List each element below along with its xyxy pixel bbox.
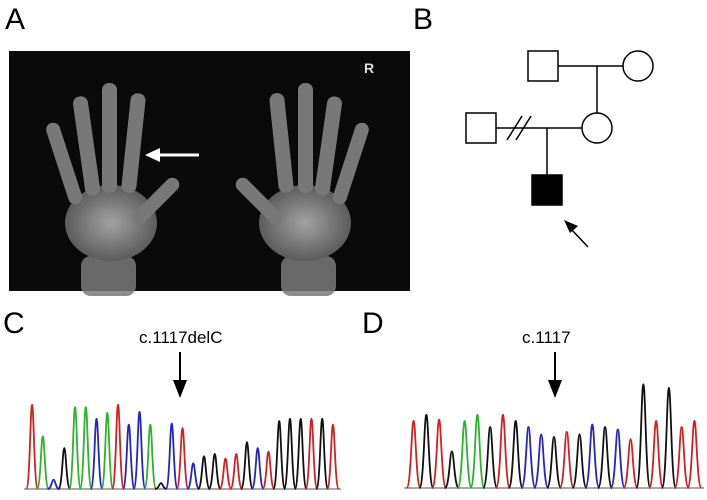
chromatogram-d-peak — [520, 426, 537, 489]
panel-d-letter: D — [362, 307, 384, 340]
chromatogram-d-peak — [405, 419, 422, 489]
chromatogram-c-peak — [315, 417, 329, 490]
chromatogram-c-peak — [164, 422, 179, 490]
chromatogram-d-peak — [673, 426, 690, 489]
mother-circle — [581, 112, 613, 144]
chromatogram-c-peak — [25, 403, 39, 490]
chromatogram-c-peak — [89, 417, 104, 490]
proband-square — [531, 174, 563, 206]
xray-arrow — [145, 148, 199, 162]
proband-arrow-head — [564, 220, 578, 233]
chromatogram-c-peak — [143, 423, 158, 490]
panel-d-mutation-label: c.1117 — [522, 328, 571, 347]
chromatogram-d-peak — [648, 419, 665, 489]
chromatogram-c-peak — [36, 435, 50, 490]
chromatogram-c-peak — [47, 478, 60, 490]
panel-c-mutation-label: c.1117delC — [139, 328, 223, 347]
chromatogram-c-peak — [293, 417, 308, 490]
chromatogram-c-peak — [186, 462, 201, 490]
chromatogram-c-peak — [132, 410, 147, 490]
chromatogram-d-peak — [558, 430, 575, 489]
chromatogram-d-peak — [609, 428, 626, 489]
chromatogram-c-peak — [121, 423, 136, 490]
panel-c-arrow — [173, 352, 187, 398]
chromatogram-d-peak — [495, 413, 511, 489]
chromatogram-c-peak — [283, 417, 297, 490]
separation-slash-2 — [515, 115, 532, 141]
chromatogram-d-peak — [660, 387, 677, 489]
chromatogram-d-peak — [482, 426, 499, 489]
chromatogram-d-peak — [456, 419, 473, 489]
chromatogram-c-peak — [218, 457, 233, 490]
chromatogram-d-peak — [507, 419, 524, 489]
chromatogram-d-peak — [686, 419, 703, 489]
chromatogram-d-peak — [622, 438, 639, 489]
chromatogram-c-peak — [111, 403, 125, 490]
chromatogram-d-peak — [469, 413, 486, 489]
chromatogram-c-peak — [240, 441, 254, 490]
proband-arrow-shaft — [570, 228, 589, 248]
chromatogram-d-peak — [597, 426, 613, 489]
panel-d-arrow — [548, 352, 562, 398]
chromatogram-c-peak — [57, 447, 72, 490]
right-hand — [235, 83, 369, 296]
chromatogram-d-peak — [571, 433, 588, 489]
separation-slash-1 — [506, 115, 523, 141]
chromatogram-c-peak — [272, 420, 287, 490]
chromatogram-d-peak — [418, 413, 435, 489]
panel-a-letter: A — [5, 3, 26, 36]
chromatogram-c-peak — [326, 423, 340, 490]
chromatogram-c-peak — [304, 417, 319, 490]
xray-side-marker: R — [364, 60, 375, 76]
chromatogram-c-peak — [197, 455, 211, 490]
chromatogram-c-peak — [261, 450, 276, 490]
panel-c-letter: C — [3, 307, 25, 340]
grandfather-square — [527, 50, 559, 82]
chromatogram-c-peak — [207, 452, 222, 490]
chromatogram-d-peak — [431, 418, 448, 489]
chromatogram-d-peak — [546, 435, 562, 489]
chromatogram-c-peak — [154, 482, 168, 490]
father-square — [465, 112, 497, 144]
panel-b-letter: B — [413, 3, 434, 36]
hand-xray-illustration — [46, 83, 369, 296]
grandmother-circle — [622, 50, 654, 82]
chromatogram-c-peak — [250, 447, 265, 490]
chromatogram-c-peak — [100, 412, 115, 490]
chromatogram-c — [24, 403, 341, 490]
chromatogram-d-peak — [443, 450, 460, 489]
chromatogram-c-peak — [175, 427, 190, 490]
chromatogram-c-peak — [78, 406, 93, 490]
hand-xray-image: R — [9, 51, 410, 296]
chromatogram-d-peak — [533, 433, 550, 489]
chromatogram-d-peak — [584, 423, 601, 489]
chromatogram-c-peak — [229, 452, 244, 490]
chromatogram-d-peak — [635, 383, 652, 489]
left-hand — [46, 83, 180, 296]
chromatogram-c-peak — [68, 406, 82, 490]
chromatogram-d — [404, 383, 704, 489]
